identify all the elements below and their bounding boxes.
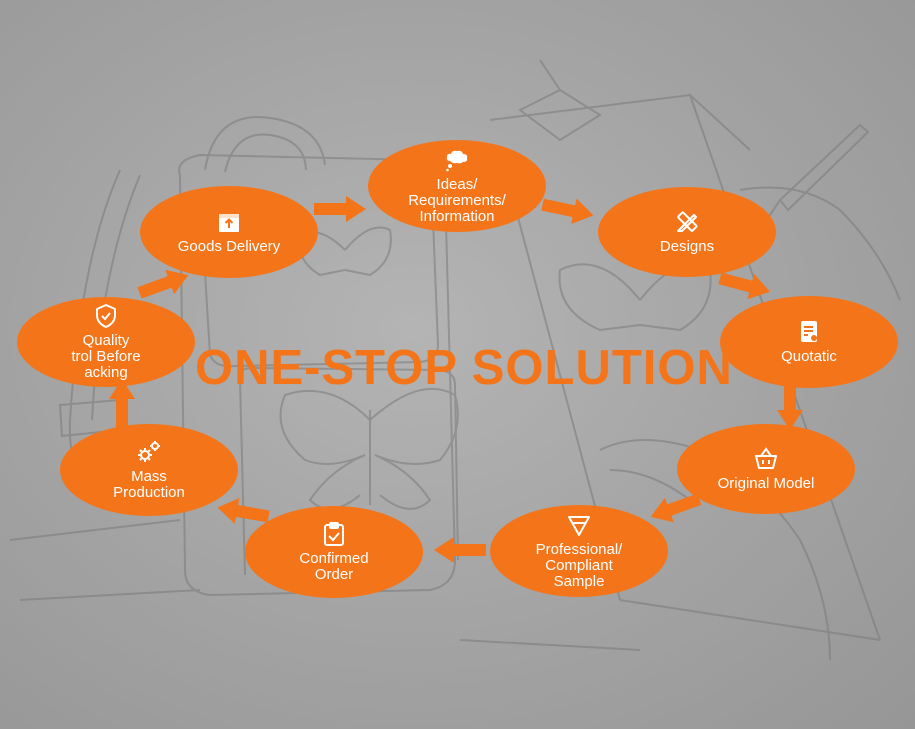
step-label: Designs: [659, 238, 715, 255]
step-label: Mass Production: [113, 468, 185, 501]
step-label: Goods Delivery: [177, 238, 281, 255]
thought-bubble-icon: [446, 150, 468, 172]
arrow-model-to-sample: [650, 493, 702, 523]
step-label: Quotatic: [781, 348, 837, 365]
arrow-quality-to-delivery: [137, 269, 189, 299]
arrow-delivery-to-ideas: [314, 196, 366, 222]
step-professional-compliant-sample: Professional/ Compliant Sample: [490, 505, 668, 597]
gears-icon: [138, 441, 160, 462]
arrow-production-to-quality: [109, 379, 135, 431]
basket-icon: [755, 447, 777, 469]
step-ideas-requirements-information: Ideas/ Requirements/ Information: [368, 140, 546, 232]
step-confirmed-order: Confirmed Order: [245, 506, 423, 598]
step-original-model: Original Model: [677, 424, 855, 514]
diamond-icon: [568, 516, 590, 536]
step-goods-delivery: Goods Delivery: [140, 186, 318, 278]
arrow-sample-to-order: [434, 537, 486, 563]
arrow-designs-to-quotation: [718, 272, 771, 300]
step-label: Original Model: [717, 475, 815, 492]
clipboard-check-icon: [324, 522, 344, 546]
arrow-quotation-to-model: [777, 378, 803, 430]
shield-check-icon: [96, 304, 116, 328]
step-label: Ideas/ Requirements/ Information: [408, 176, 506, 225]
step-designs: Designs: [598, 187, 776, 277]
package-icon: [219, 214, 239, 232]
step-quotation: Quotatic: [720, 296, 898, 388]
pencil-ruler-icon: [677, 211, 698, 232]
step-quality-control-before-packing: Quality trol Before acking: [17, 297, 195, 387]
step-label: Professional/ Compliant Sample: [535, 541, 623, 590]
arrow-order-to-production: [217, 498, 270, 524]
step-label: Confirmed Order: [299, 550, 369, 583]
step-label: Quality trol Before acking: [71, 332, 141, 381]
step-mass-production: Mass Production: [60, 424, 238, 516]
arrow-ideas-to-designs: [541, 198, 594, 224]
diagram-title: ONE-STOP SOLUTION: [195, 341, 733, 395]
document-icon: [801, 321, 817, 342]
